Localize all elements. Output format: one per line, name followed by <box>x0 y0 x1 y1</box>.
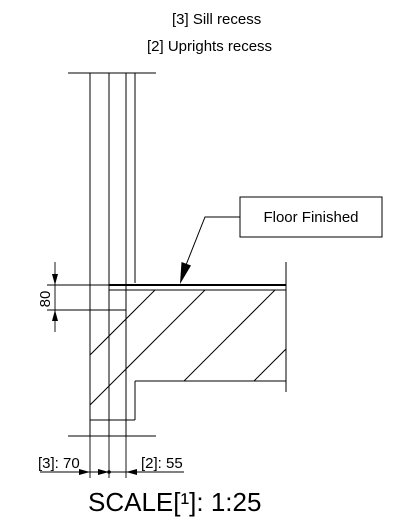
left-dimension-value: [3]: 70 <box>38 455 80 472</box>
wall-profile <box>68 72 156 437</box>
section-hatch <box>90 290 286 420</box>
floor-label: Floor Finished <box>263 209 358 226</box>
sill-recess-callout: [3] Sill recess <box>172 11 261 28</box>
leader-line <box>185 216 240 266</box>
right-dimension-value: [2]: 55 <box>141 455 183 472</box>
bottom-dimensions: [3]: 70 [2]: 55 <box>38 436 184 478</box>
floor-finished-callout: Floor Finished <box>180 196 383 284</box>
scale-note: SCALE[¹]: 1:25 <box>88 487 261 517</box>
height-dimension: 80 <box>37 262 109 332</box>
uprights-recess-callout: [2] Uprights recess <box>147 38 272 55</box>
height-dimension-value: 80 <box>37 291 54 308</box>
floor-slab-section <box>90 262 287 421</box>
leader-arrowhead <box>180 262 191 284</box>
